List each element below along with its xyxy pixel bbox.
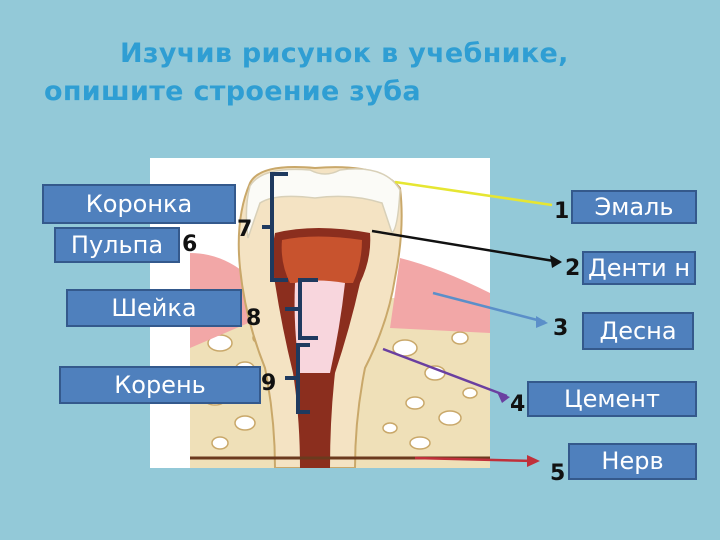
arrowhead-dentin (550, 255, 562, 268)
pointer-dentin (371, 229, 561, 264)
label-dentin: Денти н (582, 251, 696, 285)
bone-pores (203, 331, 478, 450)
label-cement: Цемент (527, 381, 697, 417)
label-root: Корень (59, 366, 261, 404)
number-6: 6 (182, 232, 198, 257)
pointer-enamel (394, 180, 553, 207)
label-gum: Десна (582, 312, 694, 350)
pulp-chamber (281, 236, 362, 283)
title-line-1: Изучив рисунок в учебнике, (120, 38, 569, 69)
enamel (245, 168, 401, 239)
number-8: 8 (246, 306, 262, 331)
label-neck: Шейка (66, 289, 242, 327)
title-line-2: опишите строение зуба (44, 76, 421, 107)
pulp-neck (294, 280, 345, 373)
label-pulp: Пульпа (54, 227, 180, 263)
pointer-cement (382, 347, 508, 398)
bracket-neck (285, 278, 318, 340)
arrowhead-gum (536, 316, 548, 328)
number-2: 2 (565, 256, 581, 281)
bracket-crown (262, 172, 288, 282)
label-nerve: Нерв (568, 443, 697, 480)
arrowhead-cement (497, 392, 510, 403)
label-crown: Коронка (42, 184, 236, 224)
pointer-nerve (414, 456, 536, 463)
number-9: 9 (261, 371, 277, 396)
label-enamel: Эмаль (571, 190, 697, 224)
number-7: 7 (237, 217, 253, 242)
arrowhead-nerve (527, 455, 540, 467)
number-4: 4 (510, 392, 526, 417)
number-3: 3 (553, 316, 569, 341)
number-5: 5 (550, 461, 566, 486)
pointer-gum (432, 291, 546, 324)
number-1: 1 (554, 199, 570, 224)
bracket-root (285, 343, 310, 414)
